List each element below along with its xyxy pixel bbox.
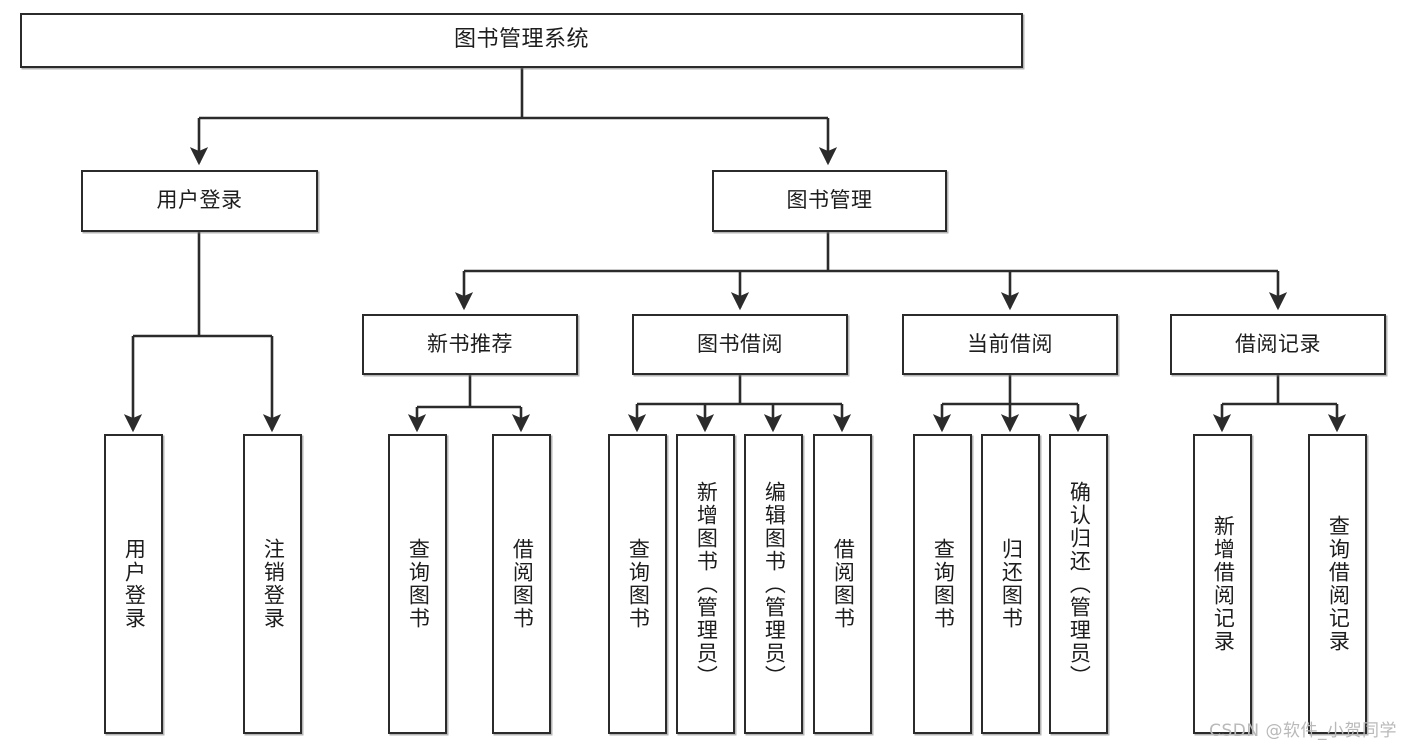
node-leaf-borrow-query-book[interactable]: 查询图书 [608,434,667,734]
node-leaf-confirm-return-admin[interactable]: 确认归还（管理员） [1049,434,1108,734]
node-leaf-new-borrow-book-label: 借阅图书 [510,538,535,630]
node-leaf-borrow-book[interactable]: 借阅图书 [813,434,872,734]
node-leaf-borrow-query-book-label: 查询图书 [626,538,651,630]
node-current-borrow-label: 当前借阅 [967,331,1053,356]
node-leaf-logout[interactable]: 注销登录 [243,434,302,734]
node-leaf-return-book-label: 归还图书 [999,538,1024,630]
node-leaf-new-borrow-book[interactable]: 借阅图书 [492,434,551,734]
node-leaf-logout-label: 注销登录 [261,538,286,630]
node-book-borrow-label: 图书借阅 [697,331,783,356]
node-leaf-add-borrow-record-label: 新增借阅记录 [1211,515,1236,653]
node-borrow-record[interactable]: 借阅记录 [1170,314,1386,375]
node-leaf-borrow-book-label: 借阅图书 [831,538,856,630]
node-root-label: 图书管理系统 [453,27,589,53]
node-leaf-user-login[interactable]: 用户登录 [104,434,163,734]
node-leaf-query-borrow-record[interactable]: 查询借阅记录 [1308,434,1367,734]
node-leaf-current-query-book-label: 查询图书 [931,538,956,630]
node-leaf-add-borrow-record[interactable]: 新增借阅记录 [1193,434,1252,734]
node-leaf-confirm-return-admin-label: 确认归还（管理员） [1067,480,1092,688]
node-leaf-query-borrow-record-label: 查询借阅记录 [1326,515,1351,653]
node-current-borrow[interactable]: 当前借阅 [902,314,1118,375]
node-leaf-new-query-book[interactable]: 查询图书 [388,434,447,734]
node-new-book-recommend[interactable]: 新书推荐 [362,314,578,375]
node-leaf-user-login-label: 用户登录 [122,538,147,630]
node-book-management[interactable]: 图书管理 [712,170,947,232]
node-leaf-edit-book-admin-label: 编辑图书（管理员） [762,480,787,688]
node-leaf-current-query-book[interactable]: 查询图书 [913,434,972,734]
node-root[interactable]: 图书管理系统 [20,13,1023,68]
node-borrow-record-label: 借阅记录 [1235,331,1321,356]
node-leaf-new-query-book-label: 查询图书 [406,538,431,630]
node-user-login-label: 用户登录 [156,188,243,213]
node-leaf-add-book-admin[interactable]: 新增图书（管理员） [676,434,735,734]
node-leaf-edit-book-admin[interactable]: 编辑图书（管理员） [744,434,803,734]
node-user-login[interactable]: 用户登录 [81,170,318,232]
node-new-book-recommend-label: 新书推荐 [427,331,513,356]
node-leaf-return-book[interactable]: 归还图书 [981,434,1040,734]
node-book-borrow[interactable]: 图书借阅 [632,314,848,375]
node-leaf-add-book-admin-label: 新增图书（管理员） [694,480,719,688]
node-book-management-label: 图书管理 [786,188,873,213]
csdn-watermark: CSDN @软件_小贺同学 [1209,721,1397,741]
